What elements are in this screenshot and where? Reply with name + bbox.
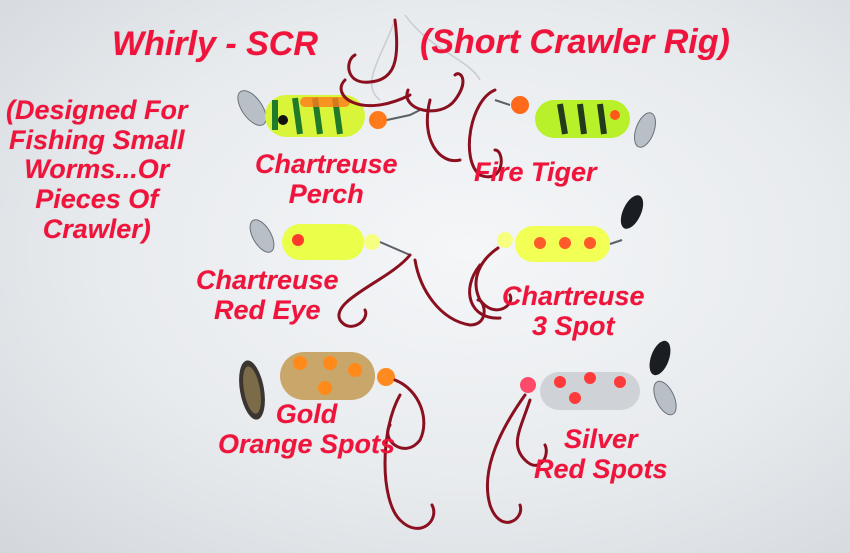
- bead: [497, 232, 513, 248]
- label-line: Silver: [563, 424, 638, 454]
- lure-gold-orange-spots: [239, 352, 395, 420]
- bead: [511, 96, 529, 114]
- label-chartreuse-red-eye: Chartreuse Red Eye: [196, 265, 339, 325]
- label-line: Fire Tiger: [474, 157, 597, 187]
- label-line: 3 Spot: [532, 310, 615, 341]
- label-line: Orange Spots: [218, 428, 396, 459]
- bead: [520, 377, 536, 393]
- bead: [369, 111, 387, 129]
- note-line: (Designed For: [6, 95, 188, 125]
- eye: [278, 115, 288, 125]
- spinner-blade: [649, 340, 671, 376]
- note-line: Pieces Of: [35, 184, 159, 215]
- lure-chartreuse-3-spot: [497, 195, 644, 262]
- label-line: Red Spots: [534, 453, 668, 484]
- spinner-blade: [237, 90, 267, 126]
- label-gold-orange-spots: Gold Orange Spots: [218, 399, 396, 459]
- label-chartreuse-perch: Chartreuse Perch: [255, 149, 398, 209]
- note-line: Crawler): [42, 213, 151, 244]
- spinner-blade: [620, 195, 644, 229]
- label-line: Chartreuse: [502, 281, 645, 311]
- label-silver-red-spots: Silver Red Spots: [534, 424, 668, 484]
- lure-body: [282, 224, 364, 260]
- lure-fire-tiger: [494, 96, 656, 148]
- lure-chartreuse-perch: [237, 90, 421, 137]
- label-fire-tiger: Fire Tiger: [474, 157, 597, 188]
- spinner-blade: [249, 219, 275, 253]
- eye: [292, 234, 304, 246]
- label-line: Chartreuse: [255, 149, 398, 179]
- label-line: Red Eye: [214, 294, 321, 325]
- bead: [364, 234, 380, 250]
- note-line: Fishing Small: [8, 124, 185, 155]
- lure-chartreuse-red-eye: [249, 219, 411, 260]
- design-note: (Designed For Fishing Small Worms...Or P…: [6, 95, 188, 244]
- hooks: [337, 18, 548, 530]
- eye: [610, 110, 620, 120]
- label-line: Perch: [288, 178, 364, 209]
- lure-silver-red-spots: [520, 340, 677, 416]
- label-chartreuse-3-spot: Chartreuse 3 Spot: [502, 281, 645, 341]
- label-line: Chartreuse: [196, 265, 339, 295]
- spinner-blade: [634, 112, 656, 148]
- label-line: Gold: [275, 399, 338, 429]
- fishing-line: [370, 14, 481, 101]
- page-subtitle: (Short Crawler Rig): [420, 23, 730, 61]
- page-title: Whirly - SCR: [112, 25, 318, 63]
- bead: [377, 368, 395, 386]
- note-line: Worms...Or: [24, 154, 170, 185]
